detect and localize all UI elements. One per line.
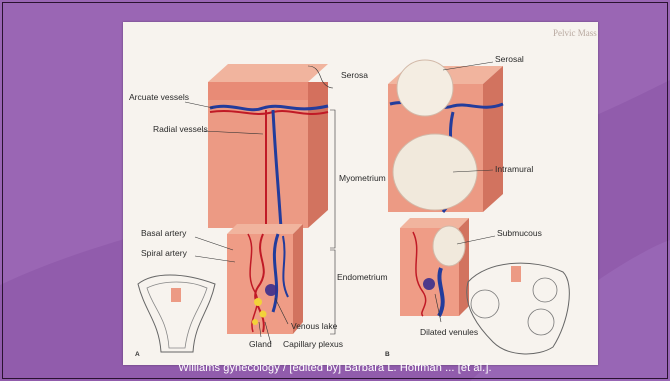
label-capillary-plexus: Capillary plexus [283, 339, 343, 349]
label-serosal: Serosal [495, 54, 524, 64]
diagram-a-lower-block [227, 224, 303, 334]
label-arcuate-vessels: Arcuate vessels [129, 92, 189, 102]
label-submucous: Submucous [497, 228, 542, 238]
label-gland: Gland [249, 339, 272, 349]
figure-label-a: A [135, 351, 140, 358]
diagram-b-upper-block [388, 60, 503, 212]
textbook-figure-photo: Pelvic Mass [123, 22, 598, 365]
figure-label-b: B [385, 351, 390, 358]
label-spiral-artery: Spiral artery [141, 248, 188, 258]
label-venous-lake: Venous lake [291, 321, 338, 331]
diagram-a-upper-block [208, 64, 328, 228]
label-serosa: Serosa [341, 70, 368, 80]
label-dilated-venules: Dilated venules [420, 327, 478, 337]
diagram-b-lower-block [400, 218, 469, 316]
citation-caption: Williams gynecology / [edited by] Barbar… [0, 362, 670, 374]
label-radial-vessels: Radial vessels [153, 124, 208, 134]
label-intramural: Intramural [495, 164, 533, 174]
label-myometrium: Myometrium [339, 173, 386, 183]
page-header: Pelvic Mass [553, 28, 597, 38]
label-endometrium: Endometrium [337, 272, 388, 282]
label-basal-artery: Basal artery [141, 228, 187, 238]
